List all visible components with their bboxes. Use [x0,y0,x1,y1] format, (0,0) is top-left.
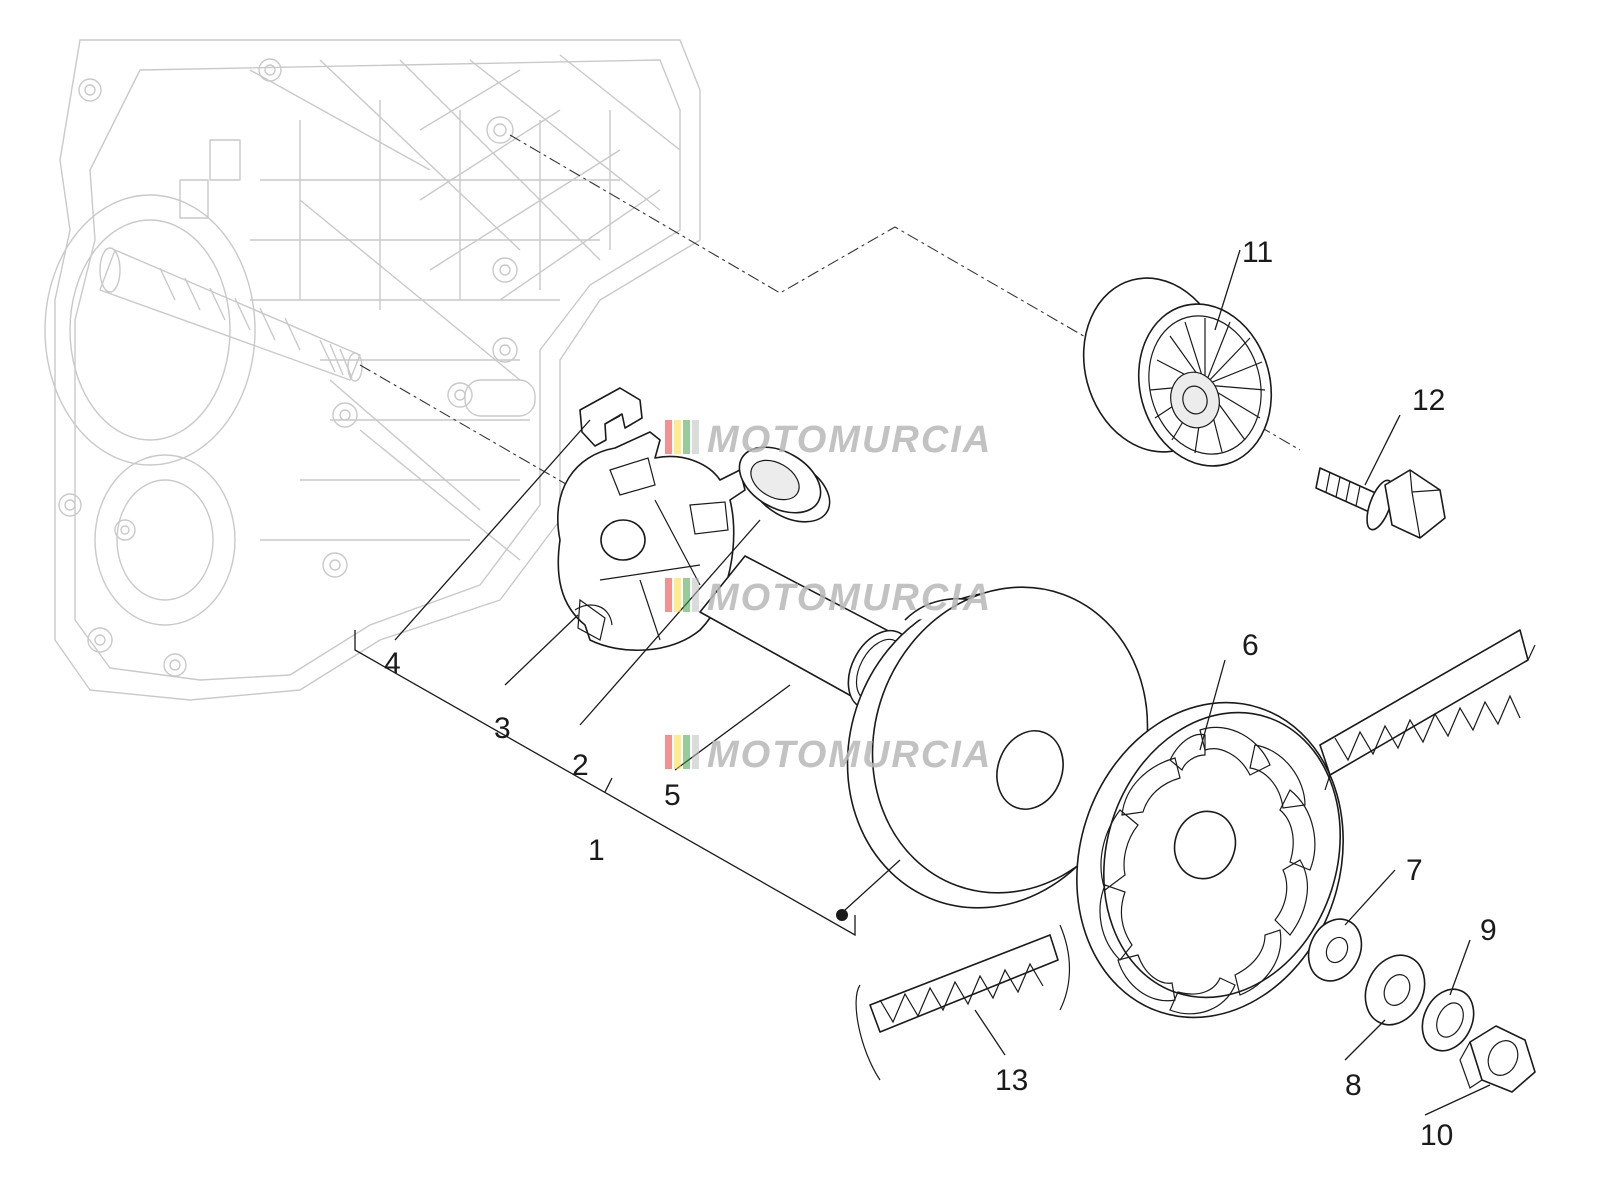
pulley-half [846,586,1149,909]
group-bracket [354,630,856,937]
bracket-dot [836,909,848,921]
callout-8: 8 [1345,1069,1362,1102]
watermark-stripe [683,578,690,612]
idler-roller [1082,277,1273,467]
callout-9: 9 [1480,914,1497,947]
callout-13: 13 [995,1064,1028,1097]
watermark-stripe [665,735,672,769]
watermark-stripe [692,735,699,769]
watermark-2: MOTOMURCIA [665,577,992,619]
watermark-stripe [683,735,690,769]
callout-labels: 1 2 3 4 5 6 7 8 9 10 11 12 13 [384,236,1497,1152]
watermark-stripe [692,420,699,454]
callout-1: 1 [588,834,605,867]
flange-bolt [1315,467,1446,539]
washer-9 [1421,988,1475,1052]
callout-11: 11 [1242,236,1273,269]
watermark-text: MOTOMURCIA [707,577,992,619]
callout-12: 12 [1412,384,1445,417]
watermark-stripe [692,578,699,612]
watermark-text: MOTOMURCIA [707,419,992,461]
callout-10: 10 [1420,1119,1453,1152]
callout-5: 5 [664,779,681,812]
hex-nut [1459,1025,1536,1093]
callout-3: 3 [494,712,511,745]
watermark-stripe [674,578,681,612]
bushing [738,446,831,523]
drive-belt [855,629,1536,1081]
drive-shaft [99,247,363,382]
watermark-3: MOTOMURCIA [665,734,992,776]
watermark-stripe [665,578,672,612]
watermark-stripe [674,735,681,769]
washer-8 [1364,954,1426,1026]
callout-6: 6 [1242,629,1259,662]
slider-clip [579,387,643,447]
watermark-text: MOTOMURCIA [707,734,992,776]
fan-pulley [1076,701,1344,1019]
watermark-stripe [665,420,672,454]
watermark-stripe [683,420,690,454]
watermark-stripe [674,420,681,454]
watermark-1: MOTOMURCIA [665,419,992,461]
callout-7: 7 [1406,854,1423,887]
callout-4: 4 [384,647,401,680]
callout-2: 2 [572,749,589,782]
crankcase-outline [44,39,701,701]
